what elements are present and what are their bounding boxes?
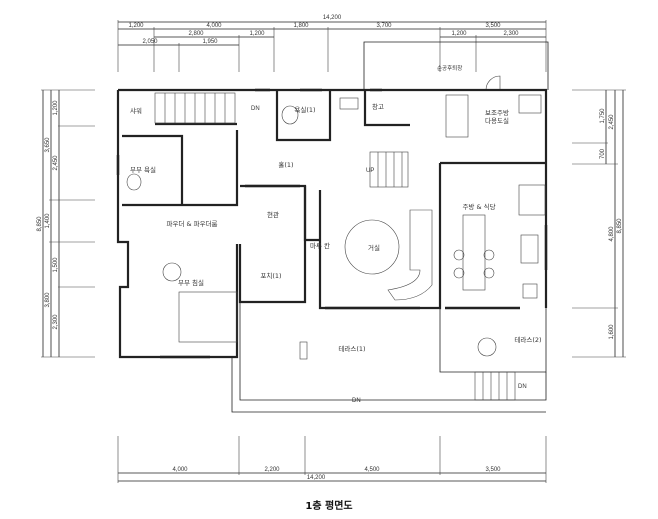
right-dimensions: 1,750 700 4,800 1,600 2,450 8,850	[572, 89, 626, 358]
dim-label: 2,800	[188, 31, 204, 37]
door-swing	[485, 75, 501, 91]
stair-up-label: UP	[366, 168, 374, 174]
furniture	[126, 94, 546, 360]
room-master-bed: 부부 침실	[178, 278, 204, 287]
dim-label: 2,200	[264, 467, 280, 473]
dim-label: 2,050	[142, 39, 158, 45]
room-shower: 샤워	[130, 106, 142, 115]
dim-label: 2,450	[609, 114, 615, 130]
stairs-up	[369, 151, 409, 188]
dim-label: 4,800	[609, 226, 615, 242]
room-powder: 파우더 & 파우더룸	[166, 219, 217, 228]
room-labels: 샤워 부부 욕실 파우더 & 파우더룸 욕실(1) 창고 홀(1) 현관 마루 …	[130, 103, 542, 353]
room-sub-kitchen: 보조주방	[485, 108, 509, 117]
dim-label: 1,500	[53, 257, 59, 273]
dim-label: 2,300	[53, 314, 59, 330]
dim-label: 1,400	[45, 213, 51, 229]
dim-label: 2,450	[53, 155, 59, 171]
room-terrace2: 테라스(2)	[514, 335, 541, 344]
dim-label: 1,950	[202, 39, 218, 45]
room-terrace1: 테라스(1)	[338, 344, 365, 353]
dim-label: 700	[600, 148, 606, 159]
stair-dn-label: DN	[251, 106, 260, 112]
bottom-dimensions: 4,000 2,200 4,500 3,500 14,200	[117, 436, 547, 483]
room-living: 거실	[368, 243, 380, 252]
dim-label: 3,650	[45, 137, 51, 153]
dim-label: 3,500	[485, 23, 501, 29]
dim-label: 4,000	[172, 467, 188, 473]
dim-right-total: 8,850	[617, 218, 623, 234]
left-dimensions: 8,850 3,650 1,400 3,800 1,200 2,450 1,50…	[37, 89, 95, 358]
dim-label: 3,700	[376, 23, 392, 29]
top-note-label: 순공후퇴창	[437, 64, 462, 72]
dim-label: 4,500	[364, 467, 380, 473]
dim-top-total: 14,200	[323, 15, 342, 21]
top-dimensions: 14,200 1,200 4,000 1,800 3,700 3,500 2,8…	[117, 15, 547, 72]
dim-label: 1,800	[293, 23, 309, 29]
upper-outline	[363, 41, 549, 90]
room-porch: 포치(1)	[260, 271, 281, 280]
page-title: 1층 평면도	[305, 499, 352, 512]
dim-label: 1,750	[600, 108, 606, 124]
stairs-terrace	[474, 371, 516, 401]
dim-label: 1,200	[451, 31, 467, 37]
stairs-down-left	[154, 92, 236, 124]
walls	[116, 88, 548, 413]
dim-label: 3,500	[485, 467, 501, 473]
room-kitchen: 주방 & 식당	[462, 202, 495, 211]
room-storage: 창고	[372, 103, 384, 111]
dim-bottom-total: 14,200	[307, 475, 326, 481]
dim-left-total: 8,850	[37, 216, 43, 232]
stair-dn-label: DN	[352, 398, 361, 404]
room-maru: 마루 칸	[310, 241, 330, 250]
dim-label: 1,200	[249, 31, 265, 37]
dim-label: 2,300	[503, 31, 519, 37]
windows	[116, 88, 548, 359]
dim-label: 1,200	[128, 23, 144, 29]
room-master-bath: 부부 욕실	[130, 165, 156, 174]
stair-dn-label: DN	[518, 384, 527, 390]
room-utility: 다용도실	[485, 116, 509, 125]
dim-label: 3,800	[45, 292, 51, 308]
dim-label: 1,200	[53, 100, 59, 116]
room-bath1: 욕실(1)	[294, 105, 315, 114]
room-entrance: 현관	[267, 210, 279, 219]
dim-label: 4,000	[206, 23, 222, 29]
dim-label: 1,600	[609, 324, 615, 340]
room-hall: 홀(1)	[278, 160, 293, 169]
